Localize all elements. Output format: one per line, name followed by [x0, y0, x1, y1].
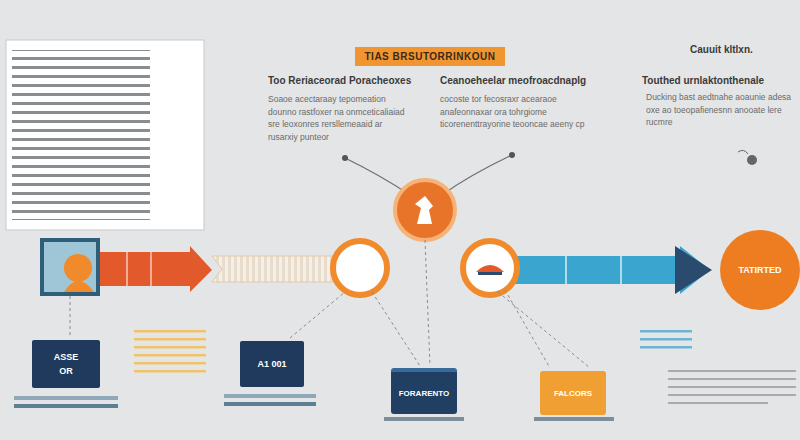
art-shape: [70, 240, 590, 368]
art-shape: [224, 402, 316, 406]
art-shape: [126, 252, 128, 286]
art-shape: [565, 256, 567, 284]
art-shape: [6, 40, 204, 230]
art-shape: [134, 362, 206, 365]
monitor-screen: ASSE OR: [32, 340, 100, 388]
art-shape: [224, 394, 316, 398]
art-shape: [345, 158, 410, 195]
art-shape: [640, 346, 692, 349]
art-shape: [290, 292, 345, 338]
column-heading: Too Reriaceorad Poracheoxes: [268, 75, 418, 86]
art-shape: [134, 346, 206, 349]
art-shape: [342, 155, 348, 161]
art-shape: [640, 330, 692, 349]
column-heading: Cauuit kltlxn.: [690, 44, 798, 55]
art-shape: [509, 152, 515, 158]
art-shape: [675, 246, 712, 294]
node-text: FORARENTO: [399, 389, 450, 398]
art-shape: [134, 330, 206, 333]
art-shape: [384, 417, 464, 421]
art-shape: [738, 150, 748, 154]
art-shape: [505, 290, 550, 368]
art-shape: [372, 292, 420, 366]
node-text: A1 001: [257, 357, 286, 371]
art-shape: [668, 402, 768, 404]
art-shape: [668, 394, 796, 396]
art-shape: [640, 330, 692, 333]
info-box: FORARENTO: [391, 368, 457, 414]
art-shape: [395, 180, 455, 240]
art-shape: [620, 256, 622, 284]
circle-label: TATIRTED: [730, 260, 790, 280]
art-shape: [668, 370, 796, 404]
art-shape: [415, 196, 433, 224]
node-text: ASSE OR: [46, 350, 86, 378]
art-shape: [134, 354, 206, 357]
column-heading: Ceanoeheelar meofroacdnaplg: [440, 75, 610, 86]
art-shape: [640, 338, 692, 341]
monitor-screen: A1 001: [240, 341, 304, 387]
art-shape: [134, 330, 206, 373]
column-text: Soaoe acectaraay tepomeation dounno rast…: [268, 93, 408, 143]
art-shape: [14, 404, 118, 408]
art-shape: [668, 386, 796, 388]
art-shape: [134, 370, 206, 373]
info-box: FALCORS: [540, 371, 606, 415]
art-shape: [668, 378, 796, 380]
node-text: TATIRTED: [738, 265, 781, 275]
art-shape: [134, 338, 206, 341]
art-shape: [64, 281, 94, 292]
art-shape: [534, 417, 614, 421]
node-text: FALCORS: [554, 389, 592, 398]
art-shape: [70, 296, 71, 338]
art-shape: [44, 242, 96, 292]
title-band: TIAS BRSUTORRINKOUN: [355, 47, 506, 66]
art-shape: [333, 241, 387, 295]
art-shape: [442, 155, 512, 195]
column-heading: Touthed urnlaktonthenale: [642, 75, 796, 86]
art-shape: [64, 254, 92, 282]
art-shape: [476, 265, 504, 272]
art-shape: [425, 240, 430, 366]
art-shape: [668, 370, 796, 372]
art-shape: [100, 246, 212, 292]
column-text: Ducking bast aedtnahe aoaunie adesa oxe …: [646, 91, 796, 129]
art-shape: [150, 252, 152, 286]
art-shape: [463, 241, 517, 295]
art-shape: [720, 230, 800, 310]
art-shape: [12, 50, 182, 220]
art-shape: [498, 292, 590, 368]
column-text: cocoste tor fecosraxr acearaoe anafeonna…: [440, 93, 590, 131]
art-shape: [478, 272, 502, 275]
art-shape: [40, 238, 100, 296]
art-shape: [747, 155, 757, 165]
art-shape: [14, 396, 118, 400]
